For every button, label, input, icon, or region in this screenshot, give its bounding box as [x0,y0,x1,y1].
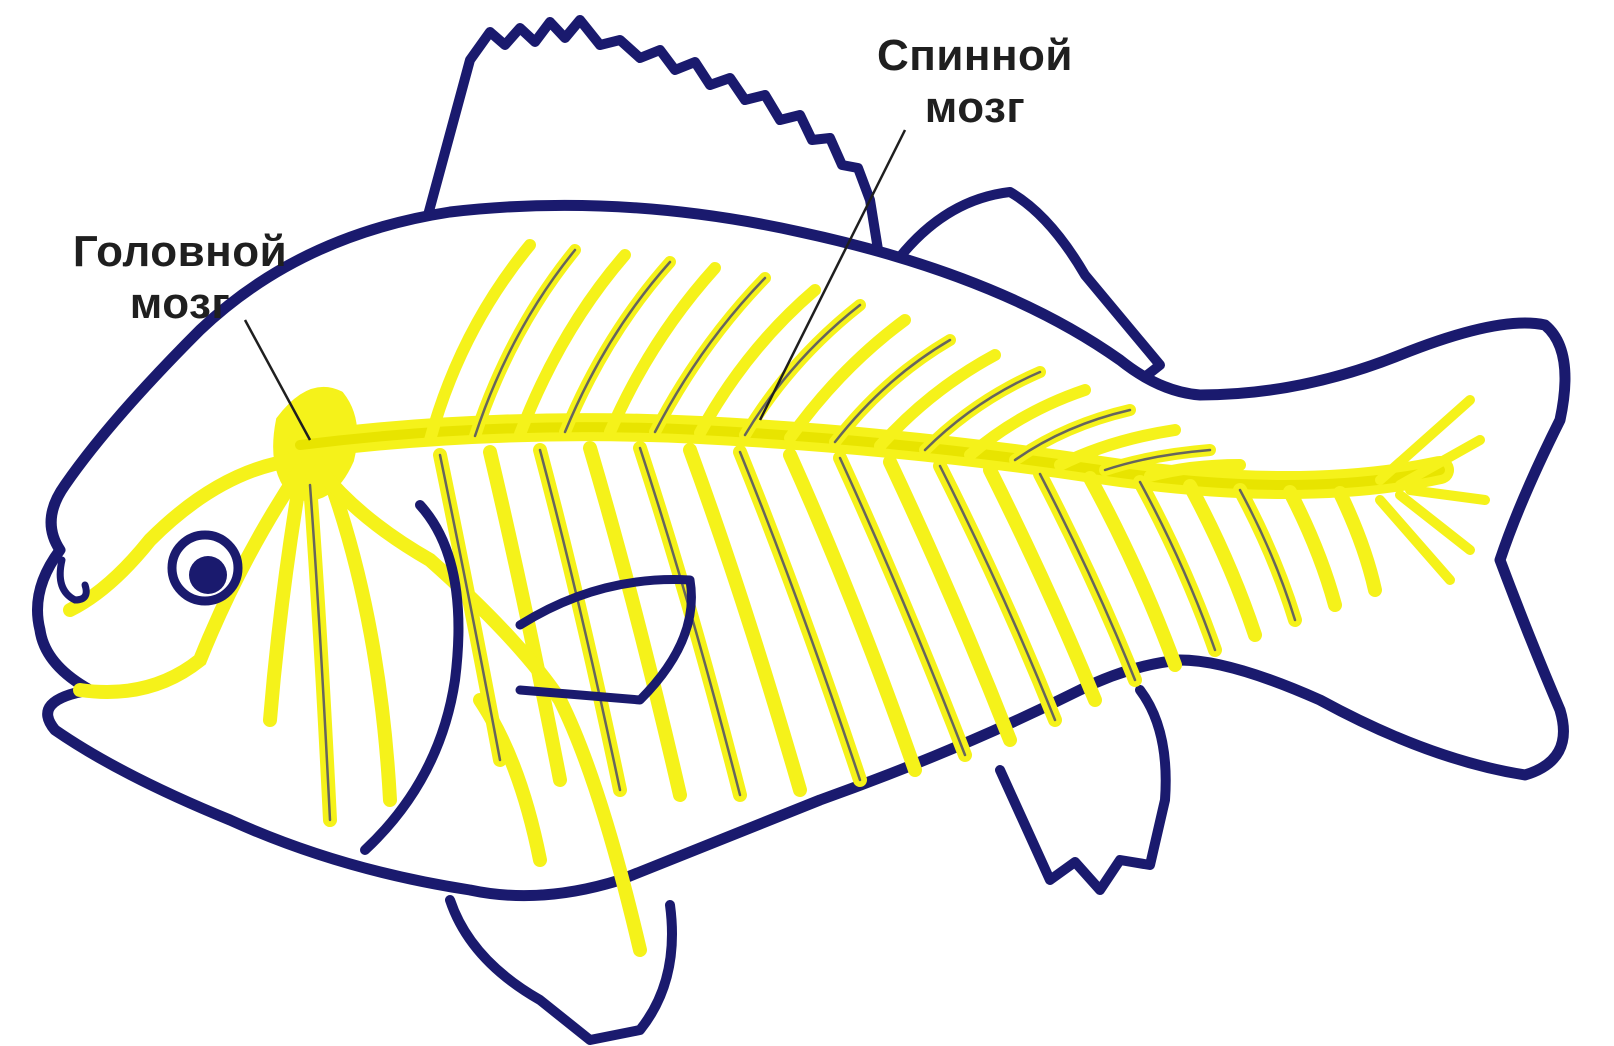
brain-label-line2: мозг [55,278,305,330]
brain-label: Головной мозг [55,226,305,330]
brain-label-line1: Головной [55,226,305,278]
spinal-cord-label: Спинной мозг [860,30,1090,134]
eye-pupil [189,556,227,594]
spinal-cord-label-line2: мозг [860,82,1090,134]
spinal-cord-label-line1: Спинной [860,30,1090,82]
